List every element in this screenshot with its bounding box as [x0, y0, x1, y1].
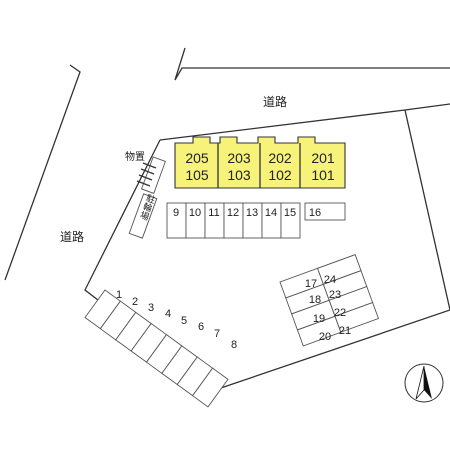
- unit-205: 205: [185, 150, 209, 166]
- storage-label: 物置: [125, 150, 145, 163]
- parking-single: 16: [304, 202, 346, 221]
- parking-space-12: 12: [227, 207, 239, 219]
- unit-203: 203: [227, 150, 251, 166]
- parking-grid-right: [279, 254, 380, 347]
- parking-space-9: 9: [173, 207, 179, 219]
- parking-space-20: 20: [319, 331, 331, 343]
- parking-space-13: 13: [246, 207, 258, 219]
- parking-space-15: 15: [284, 207, 296, 219]
- unit-102: 102: [268, 167, 292, 183]
- parking-row-top: 9 10 11 12 13 14 15: [166, 202, 301, 239]
- unit-103: 103: [227, 167, 251, 183]
- parking-space-19: 19: [313, 313, 325, 325]
- road-edge-top: [174, 47, 450, 81]
- parking-space-2: 2: [132, 296, 138, 308]
- parking-space-17: 17: [305, 278, 317, 290]
- parking-space-18: 18: [309, 294, 321, 306]
- parking-space-5: 5: [181, 315, 187, 327]
- road-edge-left: [4, 64, 81, 281]
- parking-space-6: 6: [198, 321, 204, 333]
- road-label-top: 道路: [263, 94, 287, 109]
- unit-101: 101: [311, 167, 335, 183]
- parking-space-22: 22: [334, 307, 346, 319]
- parking-space-23: 23: [329, 289, 341, 301]
- parking-space-21: 21: [339, 325, 351, 337]
- parking-space-11: 11: [208, 207, 219, 219]
- parking-space-16: 16: [309, 207, 321, 219]
- site-boundary: [159, 103, 450, 141]
- parking-space-4: 4: [165, 308, 171, 320]
- parking-space-8: 8: [231, 339, 237, 351]
- storage-strip: [136, 156, 166, 194]
- bike-parking: 駐輪場: [128, 191, 158, 239]
- parking-space-3: 3: [148, 302, 154, 314]
- apartment-building: 205 105 203 103 202 102 201 101: [174, 136, 346, 189]
- unit-105: 105: [185, 167, 209, 183]
- unit-201: 201: [311, 150, 335, 166]
- parking-space-24: 24: [324, 274, 336, 286]
- parking-space-7: 7: [214, 328, 220, 340]
- parking-left-row: [84, 289, 229, 408]
- road-label-left: 道路: [60, 229, 84, 244]
- north-arrow-icon: [404, 363, 444, 403]
- unit-202: 202: [268, 150, 292, 166]
- site-boundary-right: [404, 109, 450, 311]
- parking-space-1: 1: [116, 289, 122, 301]
- parking-space-14: 14: [265, 207, 277, 219]
- parking-space-10: 10: [189, 207, 201, 219]
